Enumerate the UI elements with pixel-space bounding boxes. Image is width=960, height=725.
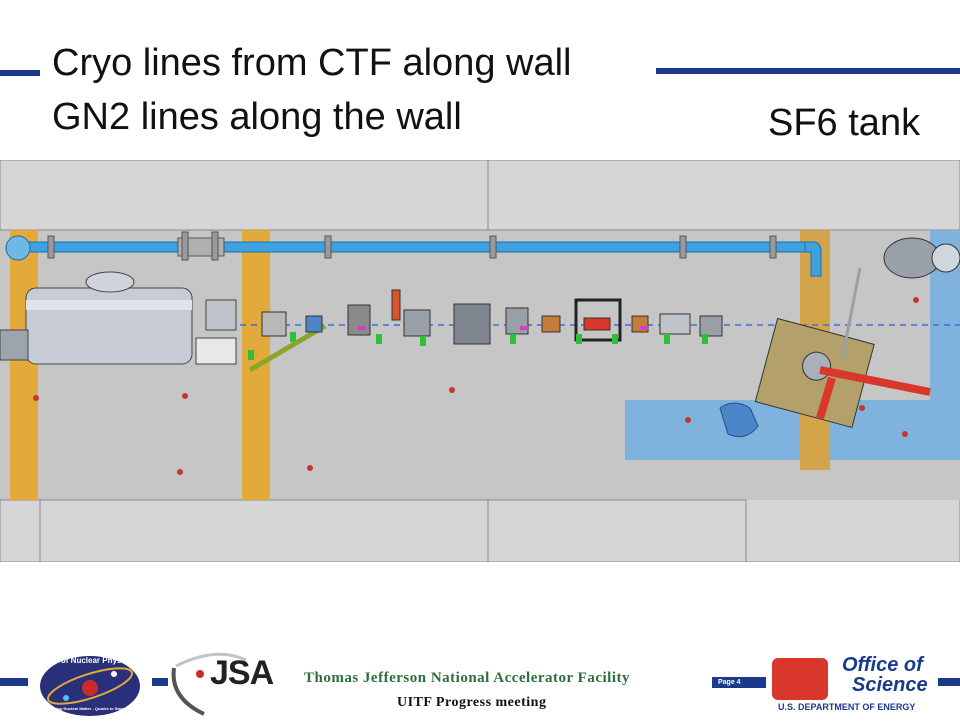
footer-rule-left [0,678,28,686]
cryo-line [19,241,811,253]
sf6-red-arm-2 [816,376,836,420]
nuclear-physics-logo-tagline: Exploring Nuclear Matter - Quarks to Sta… [44,706,125,711]
sf6-red-arm-1 [819,366,931,396]
meeting-name: UITF Progress meeting [397,695,547,710]
page-number-badge: Page 4 [712,677,766,688]
branch-line [248,323,327,373]
header-rule-left [0,70,40,76]
slide-title-line-1: Cryo lines from CTF along wall [52,42,572,84]
science-logo-line2: Science [852,674,928,696]
column-1 [10,230,38,500]
science-logo-line3: U.S. DEPARTMENT OF ENERGY [778,702,916,712]
pit-device [719,402,759,438]
nuclear-physics-logo-name: Office of Nuclear Physics [36,656,133,665]
science-logo-line1: Office of [842,654,923,676]
cryomodule [25,287,193,365]
lab-name: Thomas Jefferson National Accelerator Fa… [304,670,630,686]
jsa-logo: JSA [166,646,276,718]
footer-rule-mid [152,678,168,686]
science-logo-emblem [772,658,828,700]
jsa-logo-name: JSA [210,654,274,692]
header-rule-right [656,68,960,74]
slide-subtitle: SF6 tank [768,102,921,144]
office-of-science-logo: Office of Science U.S. DEPARTMENT OF ENE… [772,652,940,716]
footer-rule-right [938,678,960,686]
lower-wall [0,499,747,562]
slide-title-line-2: GN2 lines along the wall [52,96,462,138]
beamline-layout-drawing [0,160,960,562]
office-of-nuclear-physics-logo: Office of Nuclear Physics Exploring Nucl… [30,644,150,720]
